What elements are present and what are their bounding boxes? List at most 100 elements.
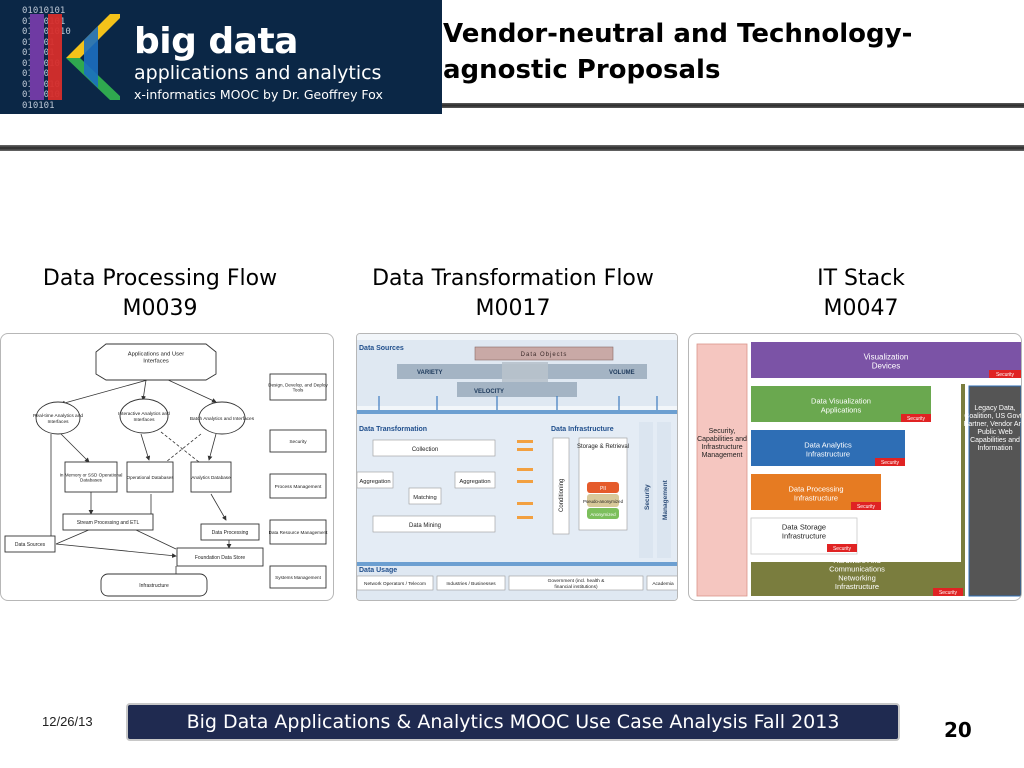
- node-stream: [62, 513, 154, 531]
- column-title-line2: M0047: [823, 296, 899, 321]
- box-conditioning: [552, 437, 570, 535]
- usage-network: [357, 575, 434, 591]
- box-storage-label: Storage & Retrieval: [577, 444, 629, 450]
- box-data-mining-label: Data Mining: [409, 523, 441, 529]
- label-velocity: VELOCITY: [474, 389, 504, 395]
- side-process-label: Process Management: [275, 484, 322, 490]
- stack-security-tag-label: Security: [907, 416, 926, 422]
- page-number: 20: [944, 718, 972, 742]
- node-infrastructure: [100, 573, 208, 597]
- node-stream-label: Stream Processing and ETL: [77, 520, 140, 526]
- column-title-transformation-flow: Data Transformation Flow M0017: [338, 264, 688, 324]
- box-aggregation-left-label: Aggregation: [359, 479, 390, 485]
- side-security: [269, 429, 327, 453]
- column-title-it-stack: IT Stack M0047: [700, 264, 1022, 324]
- stack-viz-devices: [751, 342, 1021, 378]
- box-collection-label: Collection: [412, 447, 438, 453]
- node-analytics-db: [190, 461, 232, 493]
- column-title-processing-flow: Data Processing Flow M0039: [0, 264, 320, 324]
- node-operational-label: Operational Databases: [127, 475, 175, 480]
- node-realtime: [35, 401, 81, 435]
- side-systems-label: Systems Management: [275, 575, 321, 580]
- node-data-sources-label: Data Sources: [15, 542, 46, 548]
- logo-byline: x-informatics MOOC by Dr. Geoffrey Fox: [134, 87, 383, 102]
- box-conditioning-label: Conditioning: [559, 479, 565, 512]
- node-foundation-label: Foundation Data Store: [195, 555, 246, 561]
- stack-security-tag: [933, 588, 963, 596]
- node-apps: [95, 343, 217, 381]
- column-title-line1: Data Processing Flow: [42, 266, 278, 291]
- node-batch: [198, 401, 246, 435]
- usage-academia-label: Academia: [652, 581, 674, 587]
- stack-security-tag: [901, 414, 931, 422]
- box-security-label: Security: [644, 484, 651, 510]
- stack-security-tag: [989, 370, 1021, 378]
- footer-banner: Big Data Applications & Analytics MOOC U…: [126, 703, 900, 741]
- stack-security-tag: [827, 544, 857, 552]
- logo-title: big data: [134, 21, 298, 62]
- pii-label: PII: [600, 486, 606, 492]
- stack-security-tag-label: Security: [857, 504, 876, 510]
- anonymized-band: [587, 508, 619, 519]
- title-divider: [442, 103, 1024, 108]
- stack-right-column-label: Legacy Data,Coalition, US Govt.,Partner,…: [964, 405, 1022, 452]
- side-resource-label: Data Resource Management: [269, 530, 328, 535]
- box-security: [639, 422, 653, 558]
- node-analytics-db-label: Analytics Database: [191, 475, 231, 480]
- node-data-processing: [200, 523, 260, 541]
- course-logo: 01010101 01010101 010101010 010101 01010…: [0, 0, 442, 114]
- node-foundation: [176, 547, 264, 567]
- header-divider: [0, 145, 1024, 151]
- usage-industries: [436, 575, 506, 591]
- stack-security-tag: [851, 502, 881, 510]
- slide-title: Vendor-neutral and Technology- agnostic …: [443, 19, 913, 85]
- side-design: [269, 373, 327, 401]
- node-inmemory: [64, 461, 118, 493]
- velocity-bar: [457, 382, 577, 397]
- box-management-label: Management: [662, 479, 669, 520]
- pseudo-label: Pseudo-anonymized: [583, 499, 624, 504]
- box-matching-label: Matching: [413, 495, 437, 501]
- label-data-infrastructure: Data Infrastructure: [551, 426, 614, 433]
- node-interactive: [119, 398, 169, 434]
- label-data-sources: Data Sources: [359, 345, 404, 352]
- stack-security-tag: [875, 458, 905, 466]
- box-aggregation-left: [357, 471, 394, 489]
- side-security-label: Security: [289, 439, 307, 445]
- box-data-mining: [372, 515, 496, 533]
- stack-security-tag-label: Security: [996, 372, 1015, 378]
- node-data-sources: [4, 535, 56, 553]
- usage-industries-label: Industries / Businesses: [446, 581, 496, 587]
- node-operational: [126, 461, 174, 493]
- stack-left-column: [696, 343, 748, 597]
- stack-right-column: [968, 385, 1021, 597]
- stack-hardware: [751, 384, 965, 596]
- column-title-line1: IT Stack: [817, 266, 905, 291]
- stack-security-tag-label: Security: [939, 590, 958, 596]
- box-aggregation-right: [454, 471, 496, 489]
- footer-date: 12/26/13: [42, 714, 93, 729]
- node-infrastructure-label: Infrastructure: [139, 583, 169, 589]
- side-resource: [269, 519, 327, 545]
- box-aggregation-right-label: Aggregation: [459, 479, 490, 485]
- usage-government: [508, 575, 644, 591]
- side-systems: [269, 565, 327, 589]
- label-volume: VOLUME: [609, 370, 635, 376]
- node-data-processing-label: Data Processing: [212, 530, 249, 536]
- usage-academia: [646, 575, 677, 591]
- data-objects-bar: [474, 346, 614, 361]
